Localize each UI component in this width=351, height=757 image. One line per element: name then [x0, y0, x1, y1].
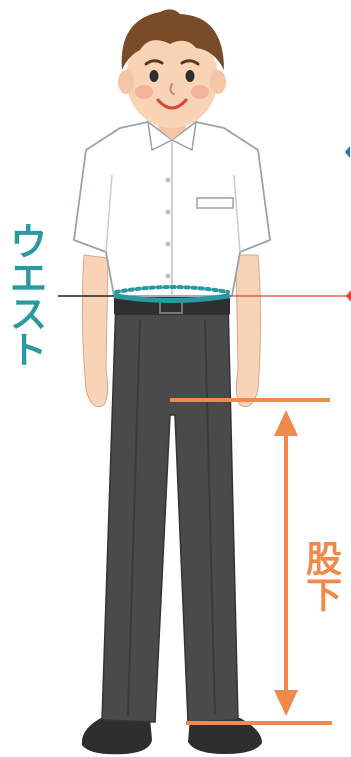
face — [126, 28, 218, 128]
pants — [101, 299, 239, 723]
arrow-up-icon — [274, 410, 298, 436]
inseam-label: 股下 — [300, 540, 341, 612]
person-illustration — [73, 9, 271, 755]
shirt-pocket — [196, 197, 234, 209]
arrow-down-icon — [274, 690, 298, 716]
waist-label: ウエスト — [3, 222, 47, 366]
right-shoe — [188, 718, 262, 754]
left-shoe — [81, 716, 152, 755]
inseam-marker — [170, 398, 332, 725]
waist-dotted-line — [114, 285, 230, 294]
hair — [121, 9, 224, 70]
right-forearm — [235, 254, 261, 408]
waist-marker — [58, 146, 351, 303]
left-forearm — [81, 254, 109, 408]
